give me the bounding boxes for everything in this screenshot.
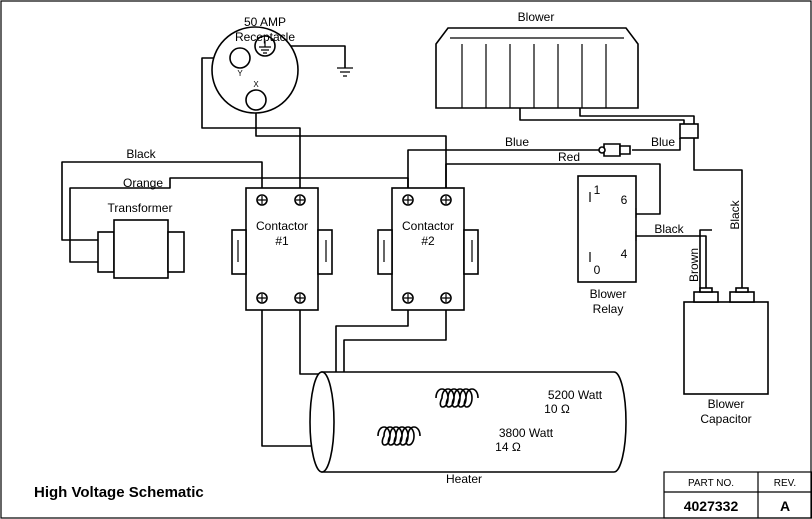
- transformer: Transformer: [97, 201, 185, 279]
- wire-blower-harness: [519, 108, 685, 126]
- blower-connector: [679, 123, 699, 139]
- blower: Blower: [435, 10, 699, 139]
- contactor-2: Contactor #2: [377, 187, 479, 311]
- blower-relay: 1 6 4 0 Blower Relay: [577, 175, 637, 316]
- ground-wire: [270, 45, 346, 68]
- relay-pin-6: 6: [621, 193, 628, 207]
- wire-blower-harness-2: [579, 108, 695, 126]
- heater: 5200 Watt 10 Ω 3800 Watt 14 Ω Heater: [309, 371, 627, 486]
- receptacle-terminal-y: [229, 47, 251, 69]
- wire-labels: Black Orange Blue Blue Red Black Black B…: [123, 135, 742, 282]
- heater-3800-ohm: 14 Ω: [495, 440, 521, 454]
- capacitor-label-1: Blower: [708, 397, 745, 411]
- rev-value: A: [780, 498, 790, 514]
- contactor2-label-1: Contactor: [402, 219, 454, 233]
- contactor-1: Contactor #1: [231, 187, 333, 311]
- relay-pin-4: 4: [621, 247, 628, 261]
- capacitor-label-2: Capacitor: [700, 412, 751, 426]
- blower-capacitor: Blower Capacitor: [683, 287, 769, 426]
- label-black-vertical: Black: [728, 199, 742, 229]
- terminal-x-label: X: [253, 80, 259, 89]
- contactor1-label-2: #1: [275, 234, 289, 248]
- receptacle-terminal-x: [245, 89, 267, 111]
- receptacle-label-1: 50 AMP: [244, 15, 286, 29]
- heater-label: Heater: [446, 472, 482, 486]
- contactor2-label-2: #2: [421, 234, 435, 248]
- heater-5200-watt: 5200 Watt: [548, 388, 603, 402]
- wire-brown: [699, 229, 712, 292]
- label-orange: Orange: [123, 176, 163, 190]
- receptacle: Y X 50 AMP Receptacle: [211, 15, 299, 114]
- wire-blue-right: [632, 138, 681, 151]
- label-black-top: Black: [126, 147, 156, 161]
- schematic-title: High Voltage Schematic: [34, 484, 204, 501]
- heater-3800-watt: 3800 Watt: [499, 426, 554, 440]
- title-block: PART NO. REV. 4027332 A: [663, 471, 812, 519]
- wire-x-to-contactor2: [255, 102, 447, 190]
- rev-label: REV.: [774, 478, 796, 489]
- ground-icon: [337, 67, 353, 77]
- receptacle-label-2: Receptacle: [235, 30, 295, 44]
- label-red: Red: [558, 150, 580, 164]
- wire-blue-left: [407, 149, 604, 190]
- part-no-label: PART NO.: [688, 478, 734, 489]
- coil-5200: [435, 388, 479, 408]
- relay-pin-0: 0: [594, 263, 601, 277]
- relay-label-2: Relay: [593, 302, 624, 316]
- part-no-value: 4027332: [684, 498, 739, 514]
- wire-black-transformer: [61, 161, 263, 241]
- transformer-label: Transformer: [108, 201, 173, 215]
- terminal-y-label: Y: [237, 69, 243, 78]
- heater-5200-ohm: 10 Ω: [544, 402, 570, 416]
- label-blue-right: Blue: [651, 135, 675, 149]
- coil-3800: [377, 426, 421, 446]
- relay-pin-1: 1: [594, 183, 601, 197]
- label-blue-left: Blue: [505, 135, 529, 149]
- wire-black-vertical: [693, 136, 743, 292]
- wire-red-to-relay: [445, 163, 661, 215]
- wire-black-relay: [636, 235, 707, 292]
- label-brown: Brown: [687, 248, 701, 282]
- blower-label: Blower: [518, 10, 555, 24]
- relay-label-1: Blower: [590, 287, 627, 301]
- blue-wire-plug: [598, 143, 631, 157]
- label-black-relay: Black: [654, 222, 684, 236]
- contactor1-label-1: Contactor: [256, 219, 308, 233]
